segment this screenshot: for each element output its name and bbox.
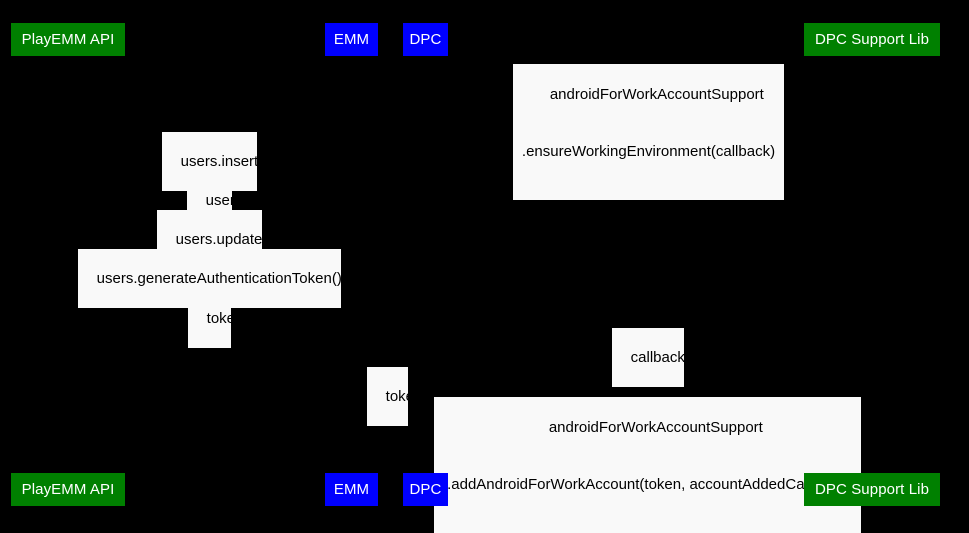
message-label-ensure-working-environment: androidForWorkAccountSupport .ensureWork… <box>513 64 784 200</box>
participant-label: DPC <box>409 31 442 48</box>
message-line-2: .addAndroidForWorkAccount(token, account… <box>447 476 848 493</box>
participant-top-emm[interactable]: EMM <box>325 23 378 56</box>
message-line-1: androidForWorkAccountSupport <box>548 419 763 436</box>
participant-label: DPC Support Lib <box>814 31 930 48</box>
participant-label: DPC <box>409 481 442 498</box>
message-line-1: callback() <box>630 349 695 366</box>
message-line-1: androidForWorkAccountSupport <box>549 86 764 103</box>
participant-label: EMM <box>333 31 370 48</box>
participant-top-dpc-support-lib[interactable]: DPC Support Lib <box>804 23 940 56</box>
participant-label: PlayEMM API <box>21 481 115 498</box>
message-label-callback: callback() <box>612 328 695 387</box>
message-line-1: users.generateAuthenticationToken() <box>96 270 342 287</box>
participant-label: EMM <box>333 481 370 498</box>
participant-bottom-emm[interactable]: EMM <box>325 473 378 506</box>
message-line-1: users.insert() <box>180 153 269 170</box>
message-line-1: token <box>206 310 244 327</box>
participant-label: PlayEMM API <box>21 31 115 48</box>
message-label-token-upper: token <box>188 289 243 348</box>
message-label-token-lower: token <box>367 367 422 426</box>
message-line-2: .ensureWorkingEnvironment(callback) <box>521 143 776 160</box>
message-line-1: userID <box>205 192 250 209</box>
message-line-1: users.update() <box>175 231 273 248</box>
participant-top-playemm-api[interactable]: PlayEMM API <box>11 23 125 56</box>
participant-top-dpc[interactable]: DPC <box>403 23 448 56</box>
participant-label: DPC Support Lib <box>814 481 930 498</box>
participant-bottom-dpc-support-lib[interactable]: DPC Support Lib <box>804 473 940 506</box>
message-label-add-android-for-work-account: androidForWorkAccountSupport .addAndroid… <box>434 397 861 533</box>
participant-bottom-playemm-api[interactable]: PlayEMM API <box>11 473 125 506</box>
message-line-1: token <box>385 388 423 405</box>
participant-bottom-dpc[interactable]: DPC <box>403 473 448 506</box>
